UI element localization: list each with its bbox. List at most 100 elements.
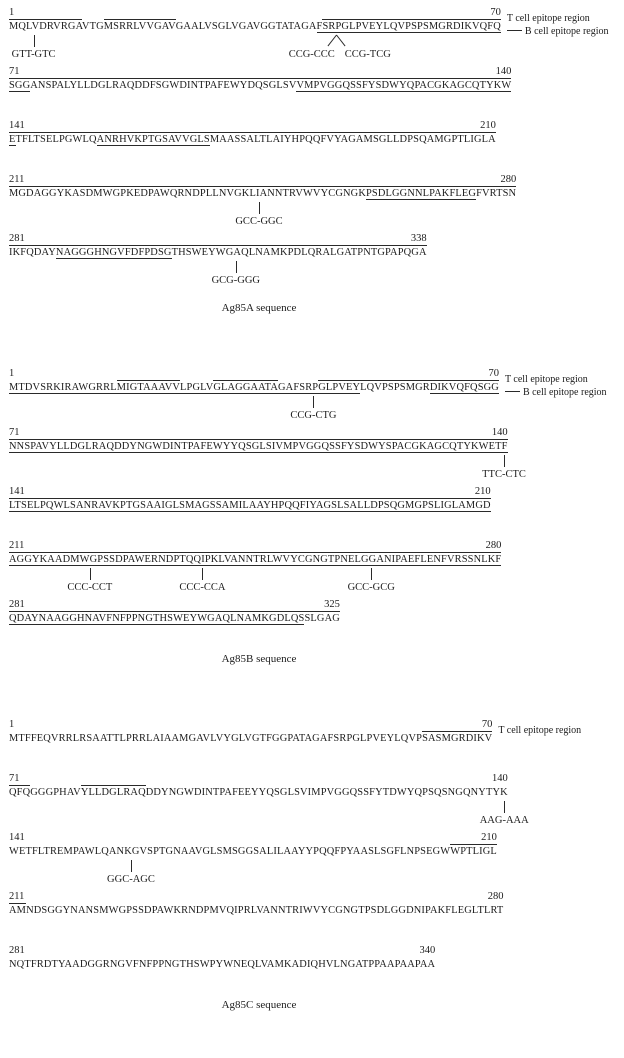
end-position-number: 140: [491, 427, 508, 438]
t-cell-epitope-label: T cell epitope region: [504, 374, 588, 385]
mutation-annotations: CCC-CCT CCC-CCA GCC-GCG: [9, 567, 501, 597]
sequence-text: ETFLTSELPGWLQANRHVKPTGSAVVGLSMAASSALTLAI…: [9, 132, 496, 147]
start-position-number: 71: [9, 773, 20, 784]
codon-mutation-label: GCC-GCG: [347, 582, 395, 593]
codon-mutation-label: CCC-CCA: [179, 582, 226, 593]
sequence-segment: WETFLTREMPAWLQANKGVSPTGNAAVGLSMSGGSALILA…: [9, 846, 451, 857]
end-position-number: 70: [481, 719, 493, 730]
sequence-segment: SASMGRDIKV: [422, 731, 493, 745]
start-position-number: 211: [9, 174, 25, 185]
start-position-number: 141: [9, 832, 25, 843]
sequence-text: MTDVSRKIRAWGRRLMIGTAAAVVLPGLVGLAGGAATAGA…: [9, 380, 499, 395]
sequence-text: SGGANSPALYLLDGLRAQDDFSGWDINTPAFEWYDQSGLS…: [9, 78, 512, 93]
start-position-number: 1: [9, 719, 15, 730]
end-position-number: 70: [488, 368, 499, 379]
mutation-annotations: GGC-AGC: [9, 859, 497, 889]
mutation-annotations: AAG-AAA: [9, 800, 529, 830]
start-position-number: 281: [9, 945, 25, 956]
sequence-segment: YLLDGLRAQ: [80, 785, 146, 799]
codon-mutation-label: GGC-AGC: [107, 874, 155, 885]
sequence-segment: E: [9, 132, 16, 146]
sequence-text: NQTFRDTYAADGGRNGVFNFPPNGTHSWPYWNEQLVAMKA…: [9, 957, 435, 972]
sequence-segment: GLAGGAATA: [213, 380, 278, 394]
sequence-segment: VTG: [81, 21, 104, 32]
sequence-segment: QDAYNAAGGHNAVFNFPPNGTHSWEYWGAQLNAMKGDLQS: [9, 611, 305, 625]
start-position-number: 71: [9, 66, 20, 77]
sequence-segment: NAGGGHNGVFDFPDSG: [55, 245, 172, 259]
mutation-annotations: GCC-GGC: [9, 201, 516, 231]
codon-mutation-label: AAG-AAA: [479, 815, 529, 826]
start-position-number: 281: [9, 233, 25, 244]
mutation-tick: [313, 396, 315, 408]
sequence-segment: NDSGGYNANSMWGPSSDPAWKRNDPMVQIPRLVANNTRIW…: [26, 905, 504, 916]
sequence-segment: AGGYKAADMWGPSSDPAWERNDPTQQIPKLVANNTRLWVY…: [9, 552, 502, 566]
start-position-number: 1: [9, 7, 15, 18]
end-position-number: 280: [487, 891, 504, 902]
mutation-tick: [504, 801, 506, 813]
b-cell-epitope-label: B cell epitope region: [507, 25, 609, 38]
mutation-tick: [235, 261, 237, 273]
end-position-number: 325: [324, 599, 340, 610]
sequence-segment: GGGPHAV: [30, 787, 81, 798]
mutation-connector-line: [327, 34, 337, 47]
sequence-segment: DIKVQFQSGG: [429, 380, 499, 394]
end-position-number: 140: [495, 66, 512, 77]
sequence-segment: MGDAGGYKASDMWGPKEDPAWQRNDPLLNVGKLIANNTRV…: [9, 186, 366, 200]
start-position-number: 71: [9, 427, 20, 438]
codon-mutation-label: GCG-GGG: [211, 275, 261, 286]
sequence-segment: NNSPAVYLLDGLRAQDDYNGWDINTPAFEWYYQSGLSIVM…: [9, 439, 508, 453]
end-position-number: 210: [480, 120, 496, 131]
end-position-number: 210: [481, 832, 497, 843]
sequence-text: WETFLTREMPAWLQANKGVSPTGNAAVGLSMSGGSALILA…: [9, 844, 497, 859]
sequence-segment: GAFSRP: [278, 380, 319, 394]
position-number-row: 281 338: [9, 233, 427, 245]
sequence-segment: LTSELPQWLSANRAVKPTGSAAIGLSMAGSSAMILAAYHP…: [9, 498, 491, 512]
sequence-segment: MIGTAAAVV: [116, 380, 181, 394]
position-number-row: 1 70: [9, 719, 492, 731]
sequence-segment: GAALVSGLVGAVGGTATAGA: [175, 21, 317, 32]
mutation-tick: [258, 202, 260, 214]
sequence-segment: NQTFRDTYAADGGRNGVFNFPPNGTHSWPYWNEQLVAMKA…: [9, 959, 436, 970]
sequence-segment: WPTLIGL: [450, 844, 497, 858]
codon-mutation-label: TTC-CTC: [482, 469, 526, 480]
position-number-row: 71 140: [9, 66, 511, 78]
mutation-annotations: GCG-GGG: [9, 260, 427, 290]
sequence-segment: SRPGLPVEYLQVPSPSMGRDIKVQFQ: [322, 19, 501, 33]
sequence-text: MGDAGGYKASDMWGPKEDPAWQRNDPLLNVGKLIANNTRV…: [9, 186, 517, 201]
mutation-tick: [33, 35, 35, 47]
mutation-annotations: CCG-CTG: [9, 395, 499, 425]
sequence-segment: LQVPSPSMGR: [360, 380, 430, 394]
codon-mutation-label: CCG-CTG: [290, 410, 337, 421]
sequence-segment: MQLVDRVRGA: [9, 19, 82, 33]
epitope-region-labels: T cell epitope region: [498, 724, 581, 737]
mutation-annotations: TTC-CTC: [9, 454, 526, 484]
end-position-number: 280: [485, 540, 502, 551]
codon-mutation-label: CCC-CCT: [67, 582, 113, 593]
sequence-segment: DDYNGWDINTPAFEEYYQSGLSVIMPVGGQSSFYTDWYQP…: [145, 787, 508, 798]
position-number-row: 141 210: [9, 832, 497, 844]
sequence-segment: MAASSALTLAIYHPQQFVYAGAMSGLLDPSQAMGPTLIGL…: [209, 132, 496, 146]
sequence-segment: IKFQDAY: [9, 245, 56, 259]
sequence-text: AMNDSGGYNANSMWGPSSDPAWKRNDPMVQIPRLVANNTR…: [9, 903, 503, 918]
sequence-segment: ANRHVKPTGSAVVGLS: [96, 132, 210, 146]
end-position-number: 338: [410, 233, 427, 244]
